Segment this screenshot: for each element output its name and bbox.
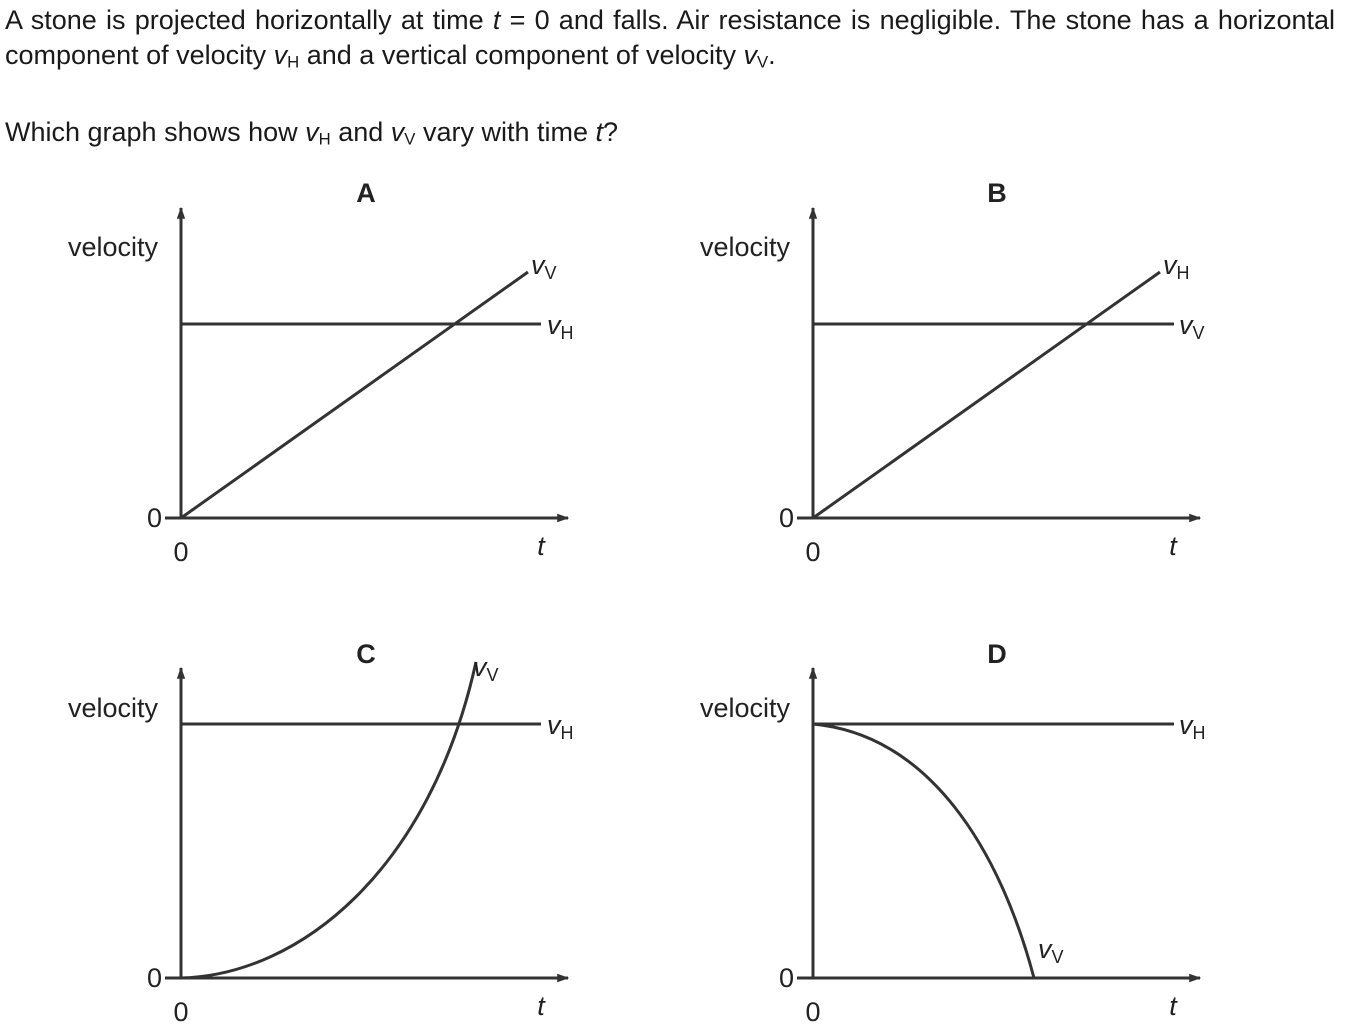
- y-origin-label: 0: [147, 963, 162, 993]
- y-axis-label: velocity: [68, 693, 159, 723]
- curve-label: vV: [473, 652, 499, 685]
- graph-a: A velocity 0 0 t vV vH: [68, 178, 574, 567]
- graph-title: D: [987, 639, 1007, 669]
- y-origin-label: 0: [147, 503, 162, 533]
- y-origin-label: 0: [779, 503, 794, 533]
- graph-title: B: [987, 178, 1007, 208]
- graph-d: D velocity 0 0 t vV vH: [700, 639, 1206, 1027]
- x-axis-label: t: [1169, 531, 1178, 561]
- line-label: vH: [1179, 710, 1206, 743]
- graph-title: A: [356, 178, 376, 208]
- upper-line-label: vV: [531, 250, 557, 283]
- line-label: vH: [547, 710, 574, 743]
- question-text: A stone is projected horizontally at tim…: [5, 3, 1335, 156]
- lower-line-label: vH: [547, 310, 574, 343]
- falling-curve: [812, 722, 1036, 979]
- rising-line: [180, 270, 529, 520]
- graph-c: C velocity 0 0 t vV vH: [68, 639, 574, 1027]
- y-axis-label: velocity: [700, 693, 791, 723]
- lower-line-label: vV: [1179, 310, 1205, 343]
- upper-line-label: vH: [1163, 250, 1190, 283]
- y-axis-label: velocity: [68, 232, 159, 262]
- question-paragraph-2: Which graph shows how vH and vV vary wit…: [5, 116, 619, 149]
- x-axis-label: t: [537, 991, 546, 1021]
- y-axis-label: velocity: [700, 232, 791, 262]
- x-axis-label: t: [1169, 991, 1178, 1021]
- x-origin-label: 0: [173, 537, 188, 567]
- rising-curve: [180, 661, 478, 980]
- x-origin-label: 0: [173, 997, 188, 1027]
- x-axis-label: t: [537, 531, 546, 561]
- x-origin-label: 0: [805, 997, 820, 1027]
- y-origin-label: 0: [779, 963, 794, 993]
- question-paragraph-1: A stone is projected horizontally at tim…: [5, 5, 1335, 72]
- graph-title: C: [356, 639, 376, 669]
- rising-line: [812, 270, 1161, 520]
- curve-label: vV: [1038, 934, 1064, 967]
- x-origin-label: 0: [805, 537, 820, 567]
- graph-b: B velocity 0 0 t vH vV: [700, 178, 1205, 567]
